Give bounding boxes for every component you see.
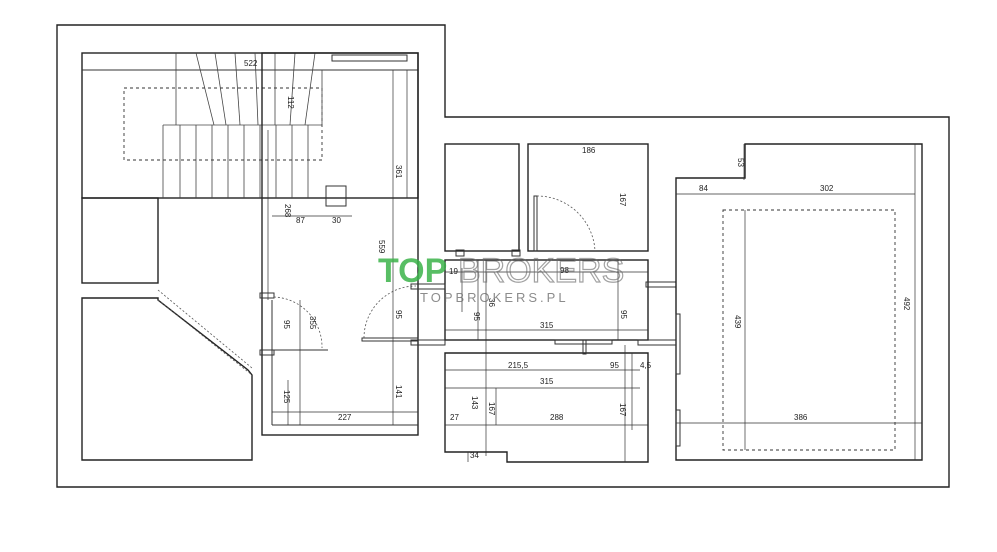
dim-label: 439 — [733, 315, 742, 329]
dim-label: 143 — [470, 396, 479, 410]
dim-label: 522 — [244, 59, 258, 68]
dim-label: 361 — [394, 165, 403, 179]
dim-label: 95 — [619, 310, 628, 319]
dim-label: 30 — [332, 216, 341, 225]
dim-label: 167 — [487, 402, 496, 416]
dim-label: 215,5 — [508, 361, 529, 370]
dim-label: 186 — [582, 146, 596, 155]
stairs — [123, 52, 347, 207]
dim-label: 98 — [560, 266, 569, 275]
dim-label: 167 — [618, 193, 627, 207]
dim-label: 559 — [377, 240, 386, 254]
watermark-logo: TOP BROKERS TOPBROKERS.PL — [378, 251, 625, 305]
dim-label: 315 — [540, 377, 554, 386]
watermark-brand-top: TOP — [378, 252, 447, 290]
dim-label: 36 — [487, 298, 496, 307]
dim-label: 302 — [820, 184, 834, 193]
dim-label: 315 — [540, 321, 554, 330]
dim-label: 84 — [699, 184, 708, 193]
dim-label: 53 — [736, 158, 745, 167]
dim-label: 268 — [283, 204, 292, 218]
small-room-wall — [444, 143, 520, 252]
watermark-url: TOPBROKERS.PL — [420, 290, 569, 305]
dim-label: 125 — [282, 390, 291, 404]
dim-label: 27 — [450, 413, 459, 422]
dim-label: 95 — [394, 310, 403, 319]
dim-label: 386 — [794, 413, 808, 422]
dim-label: 95 — [472, 312, 481, 321]
dim-label: 355 — [308, 316, 317, 330]
dim-label: 492 — [902, 297, 911, 311]
outer-wall — [56, 24, 950, 488]
dim-label: 288 — [550, 413, 564, 422]
dim-label: 4,5 — [640, 361, 652, 370]
left-lower-room-wall — [81, 297, 253, 461]
upper-middle-room-wall — [527, 143, 649, 252]
stair-room-wall — [81, 52, 419, 199]
dim-label: 95 — [610, 361, 619, 370]
dim-label: 141 — [394, 385, 403, 399]
large-room-inner-dash — [722, 209, 896, 451]
dim-label: 87 — [296, 216, 305, 225]
corridor-wall — [444, 259, 649, 341]
watermark-brand-brokers: BROKERS — [458, 252, 624, 290]
bathroom-wall — [444, 352, 649, 463]
dim-label: 19 — [449, 267, 458, 276]
dim-label: 95 — [282, 320, 291, 329]
left-closet-wall — [81, 197, 159, 284]
hall-wall — [261, 52, 419, 436]
dim-label: 227 — [338, 413, 352, 422]
dim-label: 34 — [470, 451, 479, 460]
dim-label: 167 — [618, 403, 627, 417]
large-room-wall — [675, 143, 923, 461]
dim-label: 112 — [286, 96, 295, 109]
